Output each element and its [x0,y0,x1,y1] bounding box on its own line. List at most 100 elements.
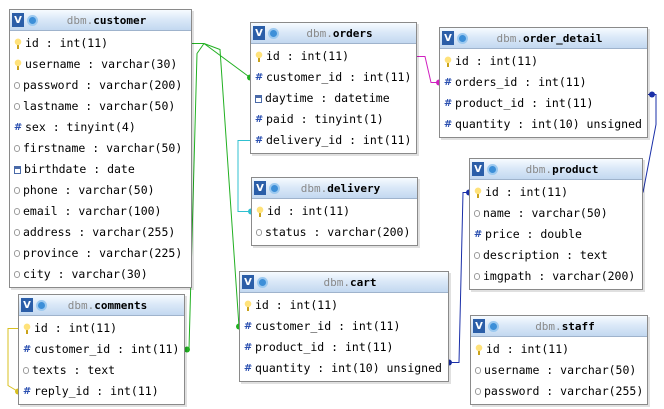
field-row[interactable]: #product_id : int(11) [440,93,647,114]
field-text: email : varchar(100) [23,204,162,218]
gear-icon[interactable] [488,320,499,332]
view-toggle-button[interactable]: V [242,275,254,289]
hash-icon: # [13,122,23,133]
field-row[interactable]: id : int(11) [240,295,448,316]
field-row[interactable]: birthdate : date [10,159,191,180]
gear-icon[interactable] [457,32,468,44]
field-text: daytime : datetime [265,91,390,105]
field-row[interactable]: #delivery_id : int(11) [251,130,416,151]
field-row[interactable]: id : int(11) [252,201,417,222]
field-row[interactable]: #customer_id : int(11) [240,316,448,337]
field-row[interactable]: email : varchar(100) [10,201,191,222]
field-row[interactable]: #product_id : int(11) [240,337,448,358]
relation-line-order-detail-orders [417,56,439,83]
field-row[interactable]: id : int(11) [19,318,184,339]
field-row[interactable]: #paid : tinyint(1) [251,109,416,130]
field-row[interactable]: username : varchar(30) [10,54,191,75]
field-row[interactable]: description : text [470,245,642,266]
view-toggle-button[interactable]: V [442,31,454,45]
table-name: orders [332,26,373,40]
hash-icon: # [254,72,264,83]
table-name: cart [350,275,377,289]
field-row[interactable]: lastname : varchar(50) [10,96,191,117]
field-row[interactable]: firstname : varchar(50) [10,138,191,159]
field-text: customer_id : int(11) [266,70,412,84]
field-row[interactable]: #customer_id : int(11) [251,67,416,88]
field-row[interactable]: id : int(11) [440,51,647,72]
database-prefix: dbm. [300,181,328,195]
field-row[interactable]: #quantity : int(10) unsigned [240,358,448,379]
field-text: texts : text [32,363,116,377]
field-row[interactable]: name : varchar(50) [470,203,642,224]
table-name: order_detail [523,31,603,45]
string-field-icon [474,273,480,280]
view-toggle-button[interactable]: V [21,298,33,312]
gear-icon[interactable] [269,182,280,194]
key-icon [244,300,252,311]
gear-icon[interactable] [257,276,268,288]
field-text: password : varchar(255) [484,384,644,398]
field-row[interactable]: #orders_id : int(11) [440,72,647,93]
field-list: id : int(11) #orders_id : int(11)#product… [440,49,647,137]
field-row[interactable]: province : varchar(225) [10,243,191,264]
field-row[interactable]: id : int(11) [251,46,416,67]
key-icon [23,323,31,334]
field-row[interactable]: city : varchar(30) [10,264,191,285]
field-row[interactable]: id : int(11) [471,339,647,360]
field-row[interactable]: #reply_id : int(11) [19,381,184,402]
view-toggle-button[interactable]: V [12,13,24,27]
field-row[interactable]: daytime : datetime [251,88,416,109]
view-toggle-button[interactable]: V [254,181,266,195]
field-row[interactable]: #sex : tinyint(4) [10,117,191,138]
field-text: quantity : int(10) unsigned [255,361,442,375]
field-row[interactable]: address : varchar(255) [10,222,191,243]
table-title: dbm.comments [47,299,184,312]
field-row[interactable]: id : int(11) [470,182,642,203]
field-list: id : int(11)username : varchar(30)passwo… [10,31,191,287]
field-text: orders_id : int(11) [455,75,587,89]
field-row[interactable]: texts : text [19,360,184,381]
field-row[interactable]: password : varchar(255) [471,381,647,402]
field-row[interactable]: id : int(11) [10,33,191,54]
field-row[interactable]: #quantity : int(10) unsigned [440,114,647,135]
gear-icon[interactable] [268,27,279,39]
hash-icon: # [254,135,264,146]
calendar-icon [14,165,21,174]
field-text: id : int(11) [255,298,339,312]
database-prefix: dbm. [66,13,94,27]
view-toggle-button[interactable]: V [473,319,485,333]
gear-icon[interactable] [487,163,498,175]
field-row[interactable]: #price : double [470,224,642,245]
key-icon [14,38,22,49]
calendar-icon [255,94,262,103]
field-row[interactable]: status : varchar(200) [252,222,417,243]
field-text: id : int(11) [455,54,539,68]
field-row[interactable]: imgpath : varchar(200) [470,266,642,287]
field-row[interactable]: username : varchar(50) [471,360,647,381]
field-text: address : varchar(255) [23,225,176,239]
field-row[interactable]: #customer_id : int(11) [19,339,184,360]
view-toggle-button[interactable]: V [253,26,265,40]
gear-icon[interactable] [27,14,38,26]
field-row[interactable]: password : varchar(200) [10,75,191,96]
view-toggle-button[interactable]: V [472,162,484,176]
gear-icon[interactable] [36,299,47,311]
field-row[interactable]: phone : varchar(50) [10,180,191,201]
